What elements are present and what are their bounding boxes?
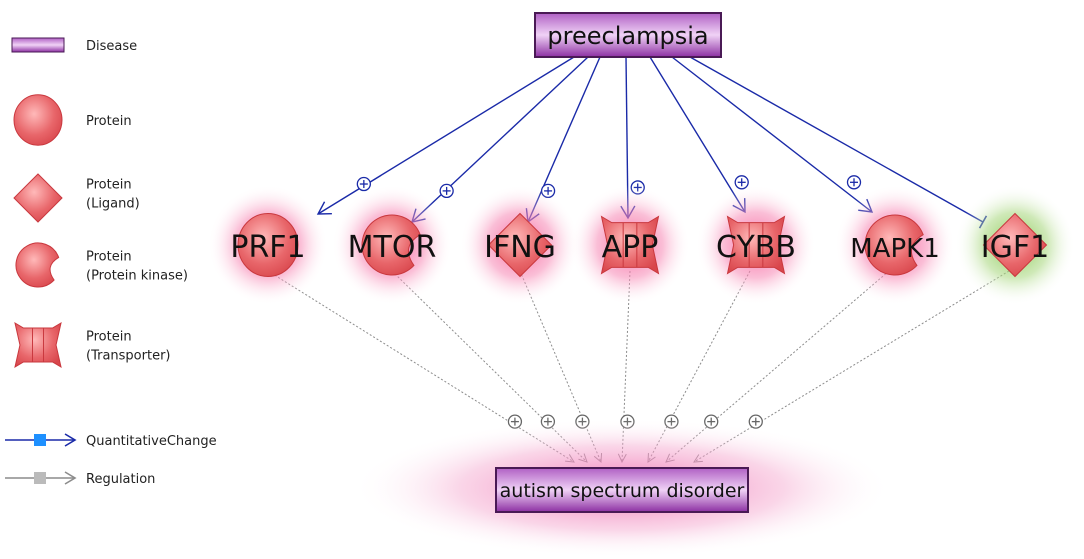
legend-quantitative: QuantitativeChange — [5, 433, 217, 449]
legend-ligand-icon — [13, 173, 63, 223]
positive-sign-prf1 — [356, 176, 371, 192]
regulation-sign-igf1 — [748, 414, 763, 429]
disease-source-label: preeclampsia — [547, 22, 708, 50]
disease-source: preeclampsia — [534, 12, 722, 58]
legend-regulation-icon — [5, 471, 77, 485]
legend-protein-label: Protein — [86, 114, 132, 129]
legend-transporter: Protein (Transporter) — [14, 321, 171, 369]
legend-ligand-label: (Ligand) — [86, 197, 140, 212]
legend-disease-icon — [11, 37, 65, 53]
legend-transporter-icon — [14, 321, 62, 369]
legend: DiseaseProteinProtein(Ligand)Protein(Pro… — [5, 37, 217, 487]
protein-ifng: IFNG — [484, 212, 556, 278]
legend-kinase: Protein (Protein kinase) — [15, 242, 188, 288]
protein-mapk1: MAPK1 — [850, 214, 940, 276]
edge-prf1 — [316, 56, 575, 215]
legend-protein-icon — [13, 94, 63, 146]
positive-sign-mtor — [439, 183, 454, 199]
prf1-label: PRF1 — [230, 230, 305, 265]
legend-quantitative-label: QuantitativeChange — [86, 434, 217, 449]
legend-kinase-label: Protein — [86, 250, 132, 265]
positive-sign-cybb — [734, 175, 749, 190]
legend-ligand: Protein (Ligand) — [13, 173, 140, 223]
protein-prf1: PRF1 — [230, 213, 306, 277]
positive-sign-mapk1 — [846, 175, 862, 190]
legend-transporter-label: Protein — [86, 330, 132, 345]
cybb-label: CYBB — [716, 230, 796, 265]
edge-mapk1 — [671, 56, 874, 213]
legend-regulation-label: Regulation — [86, 472, 155, 487]
legend-kinase-icon — [15, 242, 60, 288]
legend-ligand-label: Protein — [86, 178, 132, 193]
igf1-label: IGF1 — [981, 230, 1049, 265]
legend-disease-label: Disease — [86, 39, 137, 54]
app-label: APP — [602, 230, 659, 265]
protein-mtor: MTOR — [348, 214, 437, 276]
disease-target: autism spectrum disorder — [495, 467, 749, 513]
legend-disease: Disease — [11, 37, 137, 54]
edge-cybb — [649, 56, 749, 214]
nodes-layer: PRF1 MTOR IFNG APP CYBB MAPK1 IGF1 preeclampsia… — [230, 12, 1049, 513]
mapk1-label: MAPK1 — [850, 234, 940, 264]
legend-regulation: Regulation — [5, 471, 155, 487]
protein-cybb: CYBB — [716, 215, 796, 275]
legend-quantitative-icon — [5, 433, 77, 447]
legend-kinase-label: (Protein kinase) — [86, 269, 188, 284]
legend-transporter-label: (Transporter) — [86, 349, 171, 364]
protein-igf1: IGF1 — [981, 212, 1049, 278]
disease-target-label: autism spectrum disorder — [500, 480, 745, 502]
protein-app: APP — [600, 215, 660, 275]
legend-protein: Protein — [13, 94, 132, 146]
mtor-label: MTOR — [348, 230, 437, 265]
ifng-label: IFNG — [484, 230, 556, 265]
